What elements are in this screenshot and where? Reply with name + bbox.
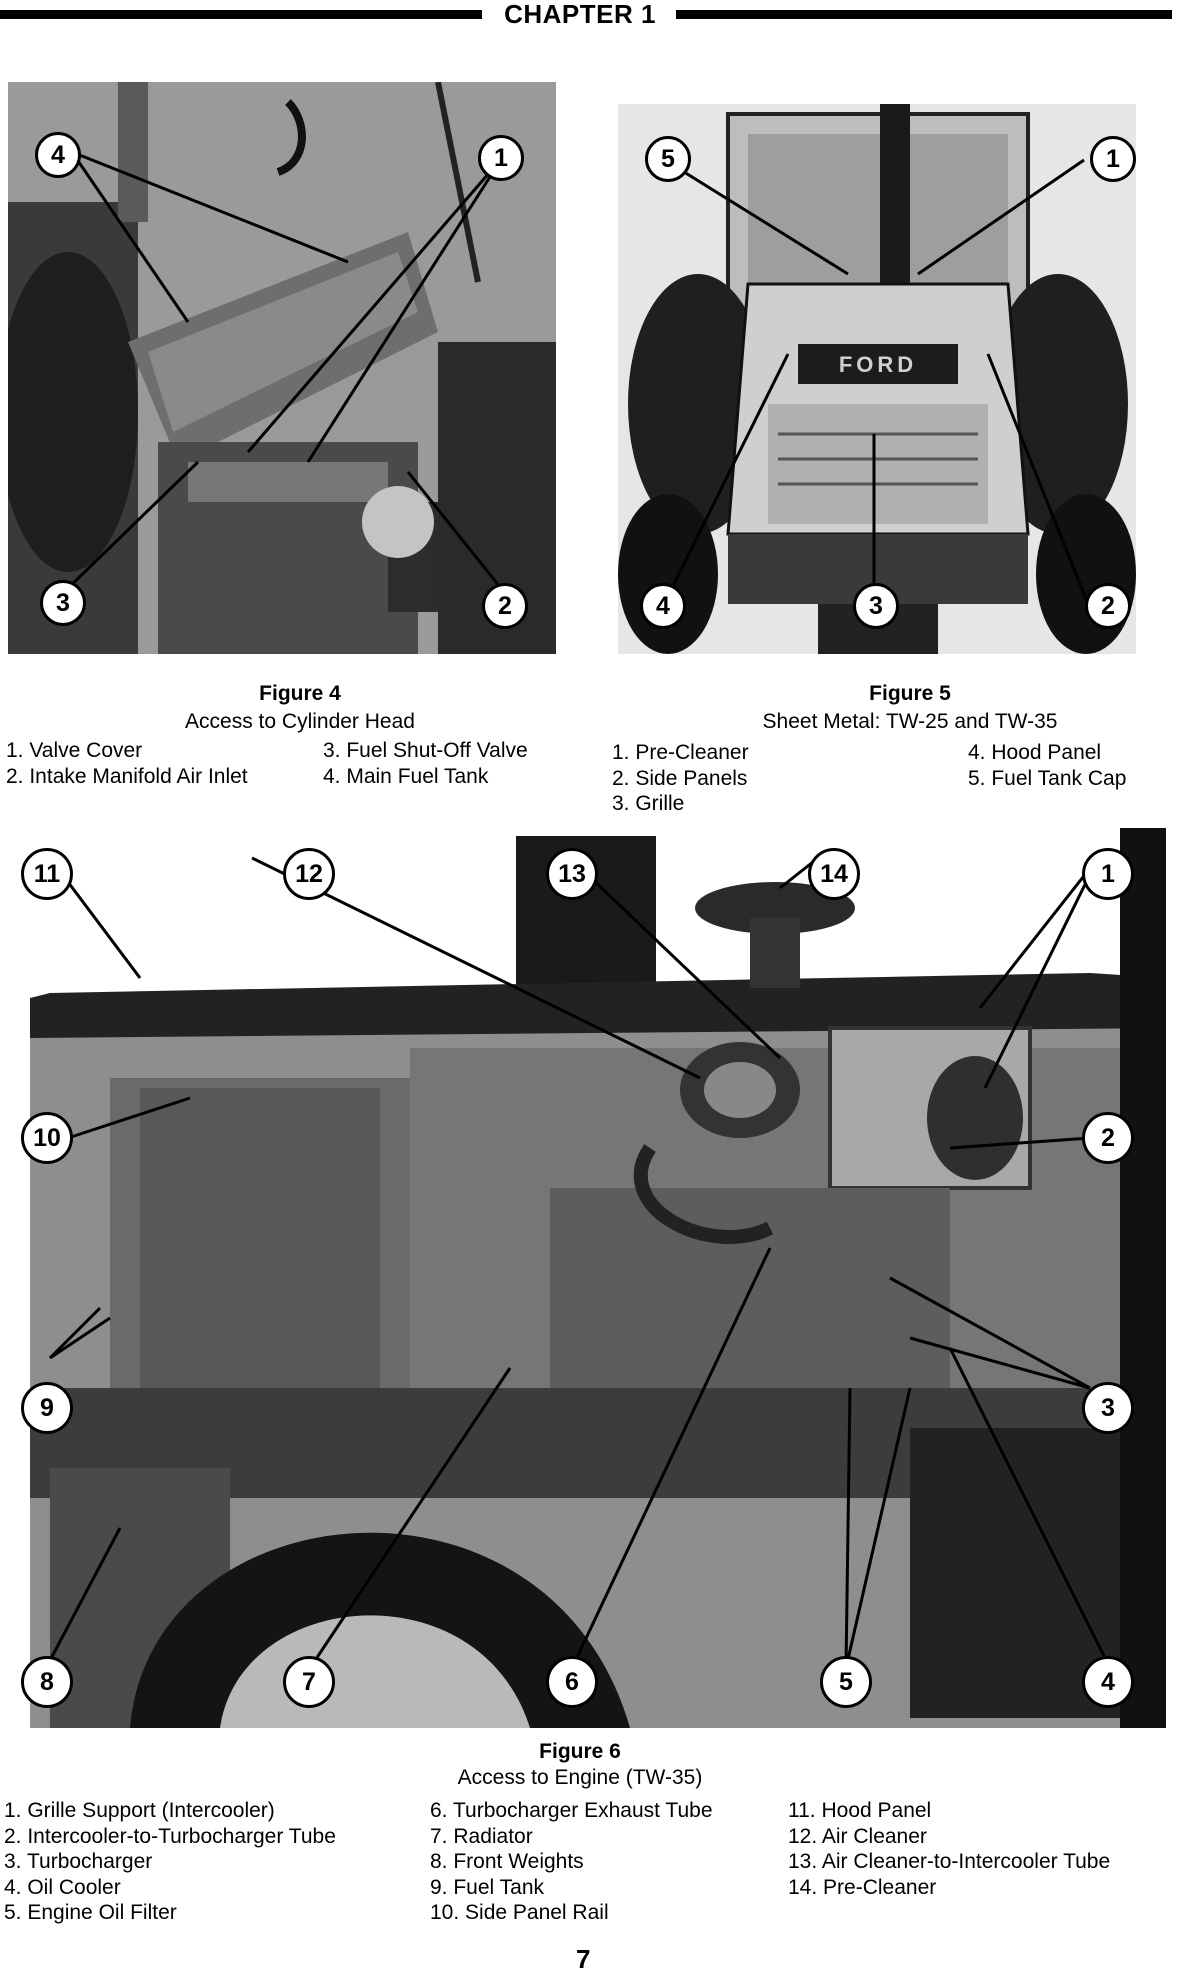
figure5-callout-4: 4: [640, 583, 686, 629]
figure5-photo: FORD: [618, 104, 1136, 654]
figure6-callout-3: 3: [1082, 1382, 1134, 1434]
figure6-legend-col1: 1. Grille Support (Intercooler) 2. Inter…: [4, 1798, 336, 1926]
legend-item: 2. Intake Manifold Air Inlet: [6, 764, 248, 788]
legend-item: 5. Engine Oil Filter: [4, 1901, 177, 1924]
figure6-legend-col3: 11. Hood Panel 12. Air Cleaner 13. Air C…: [788, 1798, 1110, 1900]
figure4-callout-3: 3: [40, 580, 86, 626]
legend-item: 12. Air Cleaner: [788, 1824, 927, 1848]
legend-item: 4. Main Fuel Tank: [323, 764, 489, 788]
legend-item: 10. Side Panel Rail: [430, 1901, 609, 1924]
figure6-callout-7: 7: [283, 1656, 335, 1708]
figure5-callout-1: 1: [1090, 136, 1136, 182]
figure6-callout-6: 6: [546, 1656, 598, 1708]
header-rule-left: [0, 10, 482, 19]
figure5-callout-5: 5: [645, 136, 691, 182]
figure6-callout-2: 2: [1082, 1112, 1134, 1164]
figure6-callout-9: 9: [21, 1382, 73, 1434]
legend-item: 13. Air Cleaner-to-Intercooler Tube: [788, 1850, 1111, 1873]
figure4-callout-1: 1: [478, 135, 524, 181]
figure6-callout-1: 1: [1082, 848, 1134, 900]
legend-item: 3. Grille: [612, 792, 685, 815]
figure5-callout-3: 3: [853, 583, 899, 629]
legend-item: 3. Fuel Shut-Off Valve: [323, 739, 528, 762]
figure6-callout-11: 11: [21, 848, 73, 900]
legend-item: 11. Hood Panel: [788, 1799, 932, 1822]
legend-item: 9. Fuel Tank: [430, 1875, 545, 1899]
legend-item: 2. Side Panels: [612, 766, 748, 790]
figure4-callout-2: 2: [482, 583, 528, 629]
ford-badge: FORD: [839, 352, 917, 377]
figure4-photo: [8, 82, 556, 654]
legend-item: 7. Radiator: [430, 1824, 533, 1848]
figure4-subtitle: Access to Cylinder Head: [185, 710, 415, 733]
chapter-heading: CHAPTER 1: [504, 0, 656, 29]
legend-item: 8. Front Weights: [430, 1850, 584, 1873]
figure6-legend-col2: 6. Turbocharger Exhaust Tube 7. Radiator…: [430, 1798, 713, 1926]
figure6-title: Figure 6: [539, 1740, 621, 1763]
legend-item: 2. Intercooler-to-Turbocharger Tube: [4, 1824, 336, 1848]
legend-item: 4. Hood Panel: [968, 741, 1102, 764]
page-number: 7: [576, 1944, 591, 1974]
figure6-callout-12: 12: [283, 848, 335, 900]
legend-item: 14. Pre-Cleaner: [788, 1875, 937, 1899]
figure6-callout-13: 13: [546, 848, 598, 900]
figure6-callout-8: 8: [21, 1656, 73, 1708]
figure4-title: Figure 4: [259, 682, 341, 705]
legend-item: 5. Fuel Tank Cap: [968, 766, 1127, 790]
figure4-legend-col1: 1. Valve Cover 2. Intake Manifold Air In…: [6, 738, 248, 789]
figure4-engine-illustration: [8, 82, 556, 654]
header-rule-right: [676, 10, 1172, 19]
figure5-title: Figure 5: [869, 682, 951, 705]
figure6-subtitle: Access to Engine (TW-35): [457, 1766, 703, 1789]
figure5-tractor-illustration: FORD: [618, 104, 1136, 654]
legend-item: 1. Pre-Cleaner: [612, 741, 749, 764]
legend-item: 4. Oil Cooler: [4, 1875, 121, 1899]
figure6-callout-5: 5: [820, 1656, 872, 1708]
figure6-callout-10: 10: [21, 1112, 73, 1164]
figure6-engine-side-illustration: [10, 828, 1166, 1728]
figure6-photo: [10, 828, 1166, 1728]
figure6-callout-14: 14: [808, 848, 860, 900]
figure5-legend-col2: 4. Hood Panel 5. Fuel Tank Cap: [968, 740, 1126, 791]
legend-item: 1. Grille Support (Intercooler): [4, 1799, 275, 1822]
figure5-callout-2: 2: [1085, 583, 1131, 629]
legend-item: 6. Turbocharger Exhaust Tube: [430, 1799, 713, 1822]
figure6-callout-4: 4: [1082, 1656, 1134, 1708]
legend-item: 3. Turbocharger: [4, 1850, 153, 1873]
figure4-legend-col2: 3. Fuel Shut-Off Valve 4. Main Fuel Tank: [323, 738, 528, 789]
figure4-callout-4: 4: [35, 132, 81, 178]
legend-item: 1. Valve Cover: [6, 739, 143, 762]
figure5-legend-col1: 1. Pre-Cleaner 2. Side Panels 3. Grille: [612, 740, 749, 817]
figure5-subtitle: Sheet Metal: TW-25 and TW-35: [762, 710, 1058, 733]
